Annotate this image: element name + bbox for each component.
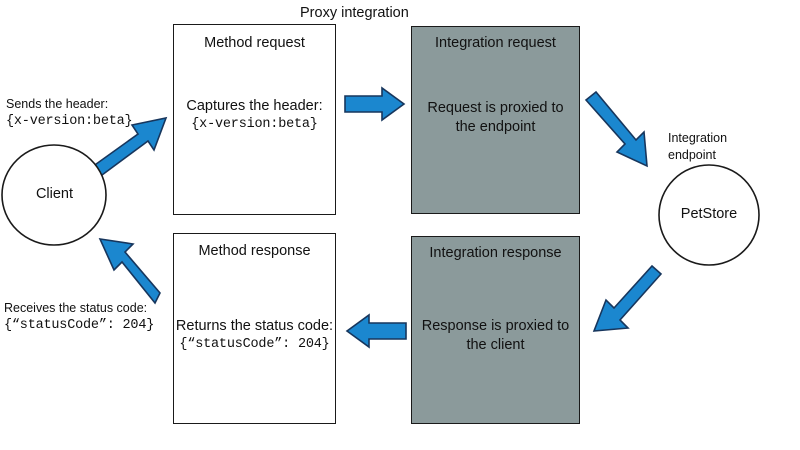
method-request-box: Method request Captures the header: {x-v… <box>173 24 336 215</box>
integration-request-body: Request is proxied to the endpoint <box>412 99 579 137</box>
arrow-client-to-method-request <box>90 116 168 177</box>
arrow-endpoint-to-integration-response <box>592 264 663 332</box>
arrow-method-response-to-client <box>98 237 161 305</box>
integration-endpoint-caption: Integration endpoint <box>668 130 727 164</box>
integration-endpoint-caption-line2: endpoint <box>668 147 716 162</box>
integration-endpoint-caption-line1: Integration <box>668 131 728 145</box>
integration-request-body-line1: Request is proxied to <box>427 100 564 116</box>
petstore-circle <box>658 164 760 266</box>
annotation-sends-header-line1: Sends the header: <box>6 97 109 111</box>
method-response-title: Method response <box>198 243 311 259</box>
method-response-box: Method response Returns the status code:… <box>173 233 336 424</box>
method-request-title: Method request <box>204 35 305 51</box>
integration-response-body-line2: the client <box>466 336 525 353</box>
integration-request-box: Integration request Request is proxied t… <box>411 26 580 214</box>
client-label: Client <box>35 186 74 202</box>
method-request-body-line2: {x-version:beta} <box>191 116 318 132</box>
integration-response-box: Integration response Response is proxied… <box>411 236 580 424</box>
annotation-receives-status-line1: Receives the status code: <box>4 301 148 315</box>
integration-request-title: Integration request <box>435 35 556 51</box>
integration-response-body-line1: Response is proxied to <box>421 318 570 334</box>
method-request-body: Captures the header: {x-version:beta} <box>174 97 335 133</box>
method-request-body-line1: Captures the header: <box>186 98 323 114</box>
method-response-body-line2: {“statusCode”: 204} <box>179 336 330 352</box>
arrow-integration-response-to-method-response <box>345 313 407 349</box>
page-title: Proxy integration <box>300 5 409 21</box>
annotation-receives-status-line2: {“statusCode”: 204} <box>4 317 155 333</box>
method-response-body-line1: Returns the status code: <box>175 318 334 334</box>
client-circle <box>1 144 107 246</box>
annotation-receives-status: Receives the status code: {“statusCode”:… <box>4 300 154 335</box>
method-response-body: Returns the status code: {“statusCode”: … <box>174 317 335 353</box>
integration-response-body: Response is proxied to the client <box>412 317 579 355</box>
annotation-sends-header-line2: {x-version:beta} <box>6 113 133 129</box>
annotation-sends-header: Sends the header: {x-version:beta} <box>6 96 133 131</box>
integration-request-body-line2: the endpoint <box>455 118 536 135</box>
arrow-integration-request-to-endpoint <box>584 90 648 168</box>
petstore-label: PetStore <box>680 206 738 222</box>
arrow-method-request-to-integration-request <box>344 86 406 122</box>
integration-response-title: Integration response <box>429 245 562 261</box>
